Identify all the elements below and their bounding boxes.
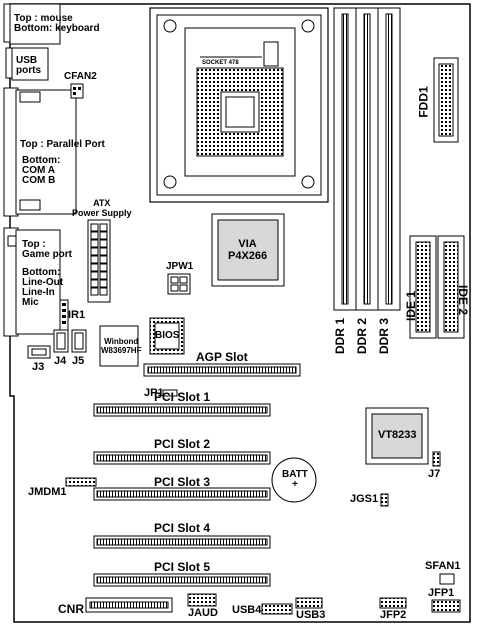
jaud-header (187, 593, 217, 607)
winbond-label: Winbond W83697HF (101, 337, 142, 355)
parallel-bottom-label: Bottom: COM A COM B (22, 155, 61, 186)
ide2-label: IDE 2 (456, 284, 471, 316)
jgs1-jumper (380, 493, 389, 507)
usb4-header (261, 603, 293, 615)
pci5-label: PCI Slot 5 (154, 560, 211, 574)
jp1-jumper (162, 389, 178, 397)
pci2-label: PCI Slot 2 (154, 437, 211, 451)
bios-label: BIOS (155, 330, 180, 341)
j3-label: J3 (32, 361, 45, 373)
ide-connectors (409, 235, 465, 339)
game-audio-ports (3, 227, 61, 337)
cfan2-header (70, 83, 84, 99)
j4-label: J4 (54, 355, 67, 367)
cfan2-label: CFAN2 (64, 71, 97, 82)
ddr3-label: DDR 3 (377, 317, 392, 355)
sfan1-label: SFAN1 (425, 560, 461, 572)
socket-label: SOCKET 478 (202, 60, 239, 66)
jfp2-label: JFP2 (380, 609, 407, 621)
ddr2-label: DDR 2 (355, 317, 370, 355)
jfp2-header (379, 597, 407, 609)
jpw1-label: JPW1 (166, 261, 194, 272)
fdd1-label: FDD1 (416, 86, 431, 118)
ps2-label: Top : mouse Bottom: keyboard (14, 13, 100, 34)
winbond-chip (99, 325, 139, 367)
game-top-label: Top : Game port (22, 239, 73, 260)
jmdm1-label: JMDM1 (28, 486, 67, 498)
cnr-label: CNR (58, 602, 84, 616)
jfp1-label: JFP1 (428, 587, 455, 599)
usb3-label: USB3 (296, 609, 326, 621)
sfan1-header (439, 573, 455, 585)
jmdm1-header (65, 477, 97, 487)
j7-jumper (432, 451, 441, 467)
j5-label: J5 (72, 355, 85, 367)
battery (271, 457, 317, 503)
ps2-connectors (3, 3, 61, 45)
usb-ports (5, 47, 49, 81)
j7-label: J7 (428, 468, 441, 480)
ddr1-label: DDR 1 (333, 317, 348, 355)
cpu-socket (149, 7, 329, 203)
jp1-label: JP1 (144, 387, 164, 399)
parallel-top-label: Top : Parallel Port (20, 139, 105, 150)
jgs1-label: JGS1 (350, 493, 379, 505)
ddr-slots (333, 7, 401, 311)
pci3-label: PCI Slot 3 (154, 475, 211, 489)
pci-slots (93, 403, 271, 587)
jfp1-header (431, 599, 461, 613)
usb4-label: USB4 (232, 604, 262, 616)
game-bottom-label: Bottom: Line-Out Line-In Mic (22, 267, 64, 308)
pci1-label: PCI Slot 1 (154, 390, 211, 404)
jaud-label: JAUD (188, 607, 218, 619)
vt8233-label: VT8233 (378, 429, 417, 441)
parallel-com-ports (3, 87, 77, 217)
pci4-label: PCI Slot 4 (154, 521, 211, 535)
usb3-header (295, 597, 323, 609)
ir1-label: IR1 (68, 309, 86, 321)
atx-label: ATX Power Supply (72, 198, 132, 218)
batt-label: BATT + (282, 469, 308, 490)
ide1-label: IDE 1 (404, 290, 419, 322)
agp-label: AGP Slot (196, 350, 248, 364)
usb-label: USB ports (16, 55, 41, 76)
via-label: VIA P4X266 (228, 238, 268, 262)
